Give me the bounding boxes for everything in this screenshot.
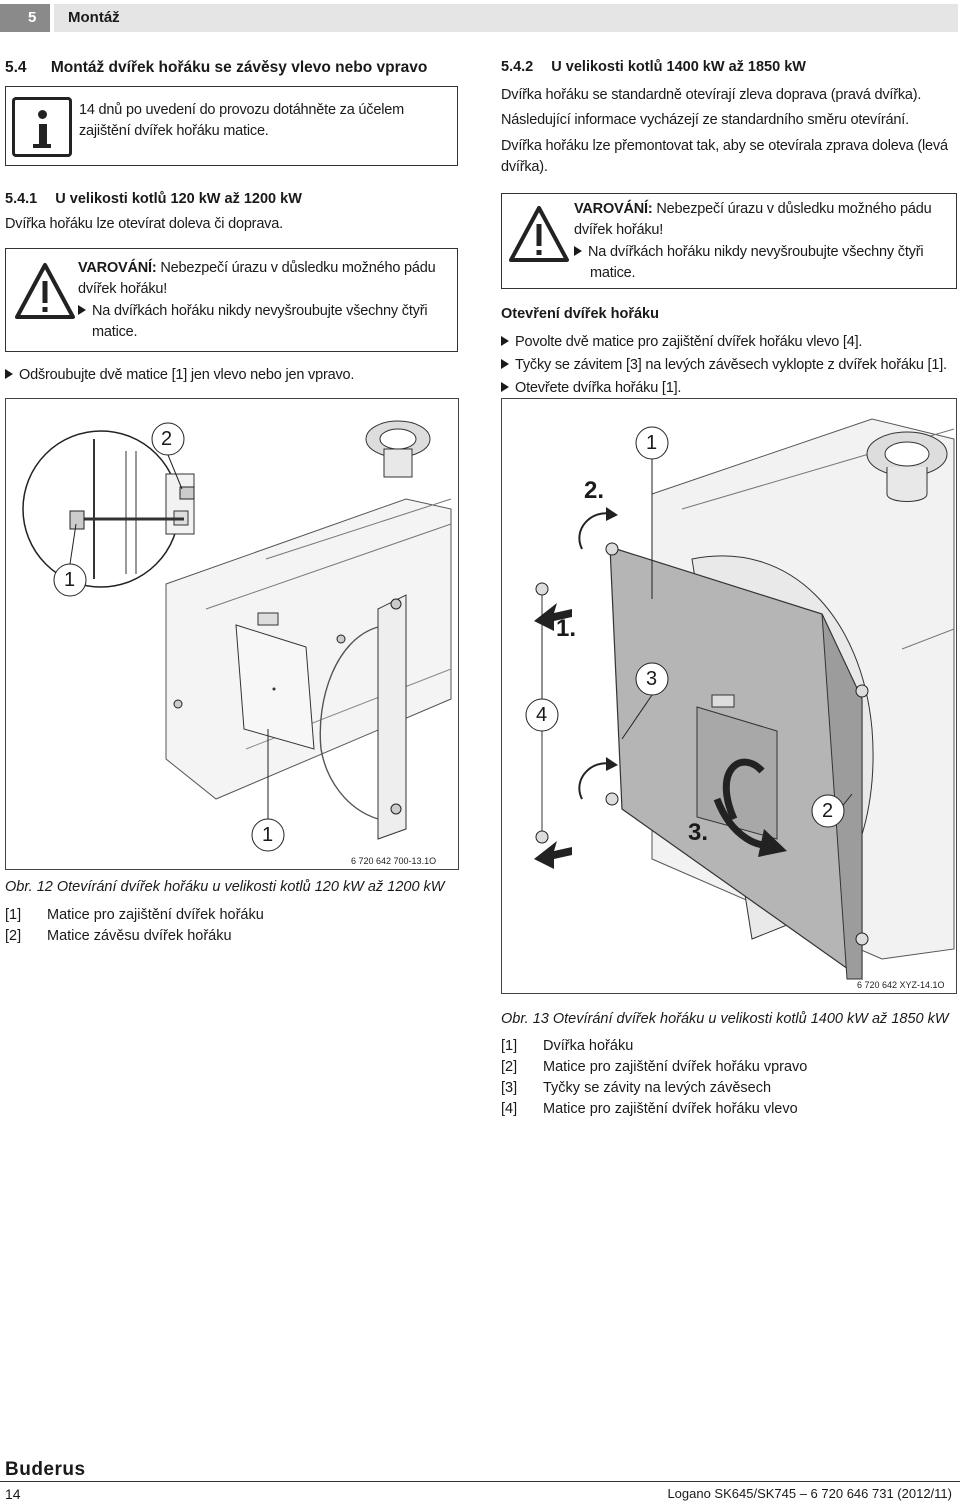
open-step-3: Otevřete dvířka hořáku [1]. — [501, 377, 681, 399]
fig13-caption: Obr. 13 Otevírání dvířek hořáku u veliko… — [501, 1011, 949, 1027]
fig13-callout-1: 1 — [646, 432, 658, 454]
open-door-heading: Otevření dvířek hořáku — [501, 306, 659, 322]
fig13-callout-2: 2 — [822, 800, 834, 822]
footer-divider — [0, 1481, 960, 1482]
warning-icon — [15, 263, 75, 319]
fig13-legend-row: [2]Matice pro zajištění dvířek hořáku vp… — [501, 1059, 808, 1075]
page-header: 5 Montáž — [0, 4, 958, 32]
subsection-2-body1: Dvířka hořáku se standardně otevírají zl… — [501, 87, 922, 103]
warning-icon — [509, 206, 569, 262]
chapter-number: 5 — [0, 4, 50, 32]
subsection-1-step: Odšroubujte dvě matice [1] jen vlevo neb… — [5, 364, 354, 386]
subsection-1-heading: 5.4.1 U velikosti kotlů 120 kW až 1200 k… — [5, 191, 302, 207]
info-box: 14 dnů po uvedení do provozu dotáhněte z… — [5, 86, 458, 166]
fig12-code: 6 720 642 700-13.1O — [351, 856, 437, 866]
section-number: 5.4 — [5, 59, 27, 76]
open-step-2: Tyčky se závitem [3] na levých závěsech … — [501, 354, 947, 376]
warning-box-2: VAROVÁNÍ: Nebezpečí úrazu v důsledku mož… — [501, 193, 957, 289]
fig12-legend: [1]Matice pro zajištění dvířek hořáku [2… — [5, 905, 264, 947]
warning-1-step: Na dvířkách hořáku nikdy nevyšroubujte v… — [78, 300, 428, 322]
warning-box-1: VAROVÁNÍ: Nebezpečí úrazu v důsledku mož… — [5, 248, 458, 352]
fig12-legend-row: [1]Matice pro zajištění dvířek hořáku — [5, 907, 264, 923]
document-reference: Logano SK645/SK745 – 6 720 646 731 (2012… — [667, 1486, 952, 1501]
warning-2-step: Na dvířkách hořáku nikdy nevyšroubujte v… — [574, 241, 924, 263]
fig12-callout-2: 2 — [161, 428, 173, 450]
warning-1-line2: dvířek hořáku! — [78, 281, 168, 297]
warning-2-step-cont: matice. — [590, 265, 636, 281]
fig13-legend: [1]Dvířka hořáku [2]Matice pro zajištění… — [501, 1036, 807, 1120]
info-icon — [12, 97, 72, 157]
page-number: 14 — [5, 1486, 21, 1502]
subsection-2-body3b: dvířka). — [501, 159, 548, 175]
fig12-callout-1a: 1 — [64, 569, 76, 591]
fig13-step-1-label: 1. — [556, 615, 577, 642]
subsection-1-body: Dvířka hořáku lze otevírat doleva či dop… — [5, 216, 283, 232]
fig12-legend-row: [2]Matice závěsu dvířek hořáku — [5, 928, 232, 944]
warning-1-step-cont: matice. — [92, 324, 138, 340]
figure-12-illustration — [22, 420, 452, 852]
subsection-2-title: U velikosti kotlů 1400 kW až 1850 kW — [551, 59, 806, 75]
info-text-line1: 14 dnů po uvedení do provozu dotáhněte z… — [79, 102, 404, 118]
fig13-code: 6 720 642 XYZ-14.1O — [857, 980, 945, 990]
fig12-callout-1b: 1 — [262, 824, 274, 846]
subsection-2-number: 5.4.2 — [501, 59, 534, 75]
fig13-legend-row: [3]Tyčky se závity na levých závěsech — [501, 1080, 772, 1096]
subsection-2-body3a: Dvířka hořáku lze přemontovat tak, aby s… — [501, 138, 948, 154]
warning-1-line1: VAROVÁNÍ: Nebezpečí úrazu v důsledku mož… — [78, 260, 436, 276]
figure-13-illustration — [525, 418, 955, 981]
fig13-callout-3: 3 — [646, 668, 658, 690]
subsection-2-heading: 5.4.2 U velikosti kotlů 1400 kW až 1850 … — [501, 59, 806, 75]
figure-12: 2 1 1 6 720 642 700-13.1O — [5, 398, 459, 870]
info-text-line2: zajištění dvířek hořáku matice. — [79, 123, 269, 139]
brand-logo: Buderus — [5, 1459, 86, 1480]
open-step-1: Povolte dvě matice pro zajištění dvířek … — [501, 331, 862, 353]
figure-13: 1 3 4 2 2. 1. 3. 6 720 642 XYZ-14.1O — [501, 398, 957, 994]
fig13-legend-row: [4]Matice pro zajištění dvířek hořáku vl… — [501, 1101, 798, 1117]
fig12-caption: Obr. 12 Otevírání dvířek hořáku u veliko… — [5, 879, 445, 895]
subsection-1-title: U velikosti kotlů 120 kW až 1200 kW — [55, 191, 302, 207]
fig13-callout-4: 4 — [536, 704, 548, 726]
fig13-step-2-label: 2. — [584, 477, 605, 504]
subsection-2-body2: Následující informace vycházejí ze stand… — [501, 112, 909, 128]
fig13-legend-row: [1]Dvířka hořáku — [501, 1038, 634, 1054]
section-title: Montáž dvířek hořáku se závěsy vlevo neb… — [50, 59, 428, 76]
subsection-1-number: 5.4.1 — [5, 191, 38, 207]
warning-2-line1: VAROVÁNÍ: Nebezpečí úrazu v důsledku mož… — [574, 201, 932, 217]
warning-1-label: VAROVÁNÍ: — [78, 260, 157, 276]
fig13-step-3-label: 3. — [688, 819, 709, 846]
chapter-title: Montáž — [54, 4, 958, 32]
warning-2-line2: dvířek hořáku! — [574, 222, 664, 238]
warning-2-label: VAROVÁNÍ: — [574, 201, 653, 217]
section-heading: 5.4 Montáž dvířek hořáku se závěsy vlevo… — [5, 59, 427, 77]
